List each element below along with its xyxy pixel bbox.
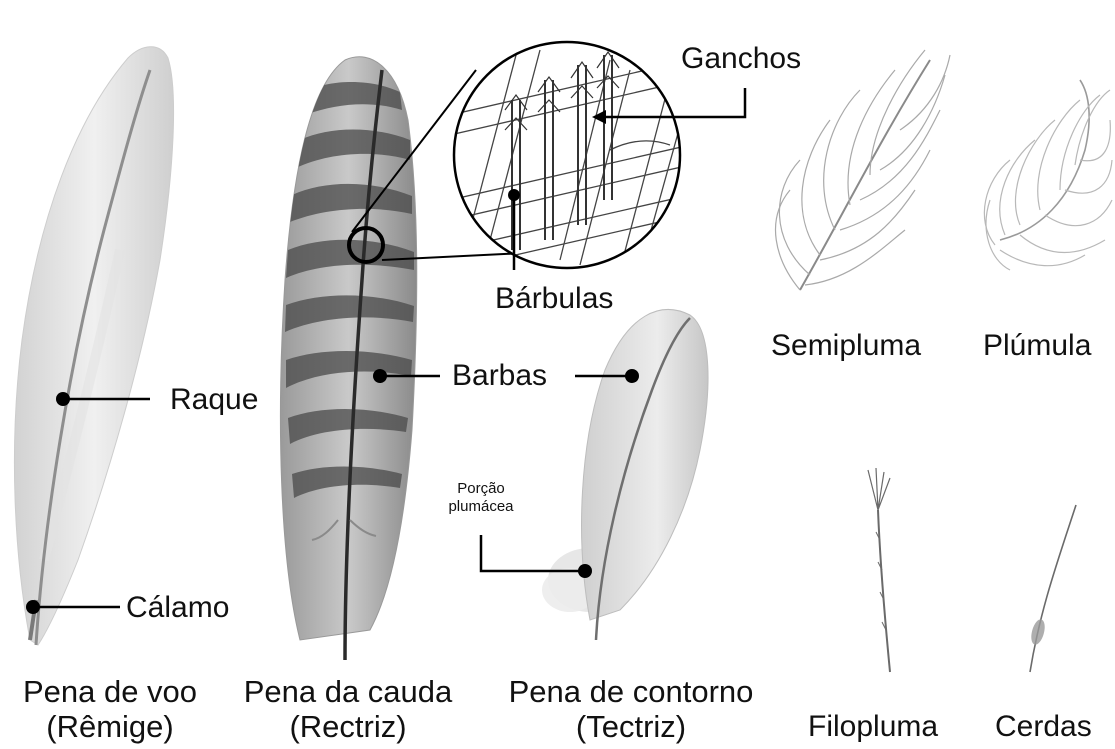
plumula-label: Plúmula bbox=[983, 331, 1091, 361]
remige-caption-line1: Pena de voo bbox=[10, 675, 210, 710]
porcao-dot bbox=[578, 564, 592, 578]
semipluma-label: Semipluma bbox=[771, 331, 921, 361]
rectriz-caption: Pena da cauda (Rectriz) bbox=[228, 675, 468, 744]
calamo-label: Cálamo bbox=[126, 593, 229, 623]
rectriz-caption-line1: Pena da cauda bbox=[228, 675, 468, 710]
cerdas-label: Cerdas bbox=[995, 712, 1092, 742]
porcao-line1: Porção bbox=[440, 480, 522, 498]
filopluma-feather bbox=[868, 468, 890, 672]
calamo-dot bbox=[26, 600, 40, 614]
barbulas-dot bbox=[508, 189, 520, 201]
raque-dot bbox=[56, 392, 70, 406]
remige-feather bbox=[14, 47, 173, 645]
rectriz-caption-line2: (Rectriz) bbox=[228, 710, 468, 745]
porcao-line2: plumácea bbox=[440, 498, 522, 516]
barbas-left-dot bbox=[373, 369, 387, 383]
tectriz-caption: Pena de contorno (Tectriz) bbox=[498, 675, 764, 744]
filopluma-label: Filopluma bbox=[808, 712, 938, 742]
semipluma-feather bbox=[776, 50, 950, 290]
tectriz-feather bbox=[542, 310, 708, 640]
barbas-right-dot bbox=[625, 369, 639, 383]
remige-caption: Pena de voo (Rêmige) bbox=[10, 675, 210, 744]
tectriz-caption-line2: (Tectriz) bbox=[498, 710, 764, 745]
tectriz-caption-line1: Pena de contorno bbox=[498, 675, 764, 710]
porcao-plumacea-label: Porção plumácea bbox=[440, 480, 522, 516]
plumula-feather bbox=[984, 80, 1112, 270]
barbas-label: Barbas bbox=[452, 361, 547, 391]
zoom-view bbox=[450, 40, 690, 270]
raque-label: Raque bbox=[170, 385, 258, 415]
cerdas-feather bbox=[1029, 505, 1076, 672]
ganchos-label: Ganchos bbox=[681, 44, 801, 74]
barbulas-label: Bárbulas bbox=[495, 284, 613, 314]
rectriz-feather bbox=[280, 57, 416, 660]
remige-caption-line2: (Rêmige) bbox=[10, 710, 210, 745]
